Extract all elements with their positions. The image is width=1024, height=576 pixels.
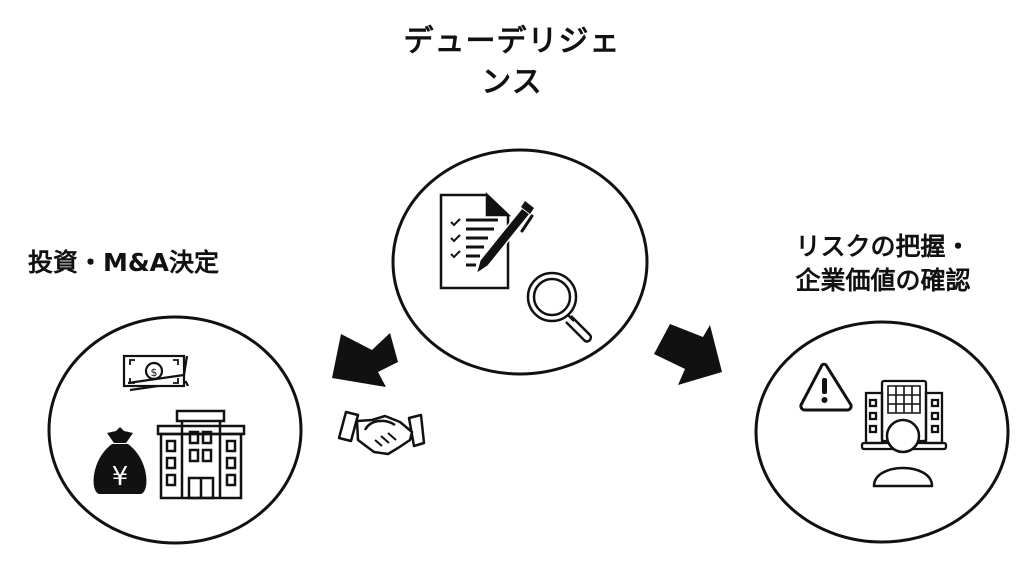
arrow-down-right-icon [654, 324, 722, 385]
handshake-icon [337, 410, 426, 456]
checklist-document-icon [439, 192, 512, 290]
pen-icon [474, 201, 534, 276]
arrow-down-left-icon [332, 333, 398, 387]
office-building-icon [156, 409, 246, 500]
diagram-title: デューデリジェ ンス [362, 22, 662, 103]
warning-icon [799, 362, 853, 412]
svg-text:$: $ [151, 366, 158, 379]
title-line-2: ンス [481, 64, 543, 100]
left-node: $ ¥ [47, 315, 303, 545]
right-label-line-2: 企業価値の確認 [795, 265, 971, 295]
svg-text:¥: ¥ [112, 462, 129, 492]
title-line-1: デューデリジェ [403, 24, 621, 59]
right-node [754, 320, 1010, 544]
left-label-line-1: 投資・M&A決定 [28, 248, 220, 277]
center-node-circle [391, 148, 649, 376]
right-label-line-1: リスクの把握・ [795, 232, 971, 261]
right-node-circle [754, 320, 1010, 544]
money-bill-icon: $ [122, 354, 189, 392]
person-icon [872, 418, 934, 488]
yen-money-bag-icon: ¥ [93, 427, 147, 494]
magnifier-icon [526, 271, 593, 343]
left-node-circle [47, 315, 303, 545]
right-node-label: リスクの把握・ 企業価値の確認 [748, 230, 1018, 298]
left-node-label: 投資・M&A決定 [28, 246, 318, 280]
center-node [391, 148, 649, 376]
